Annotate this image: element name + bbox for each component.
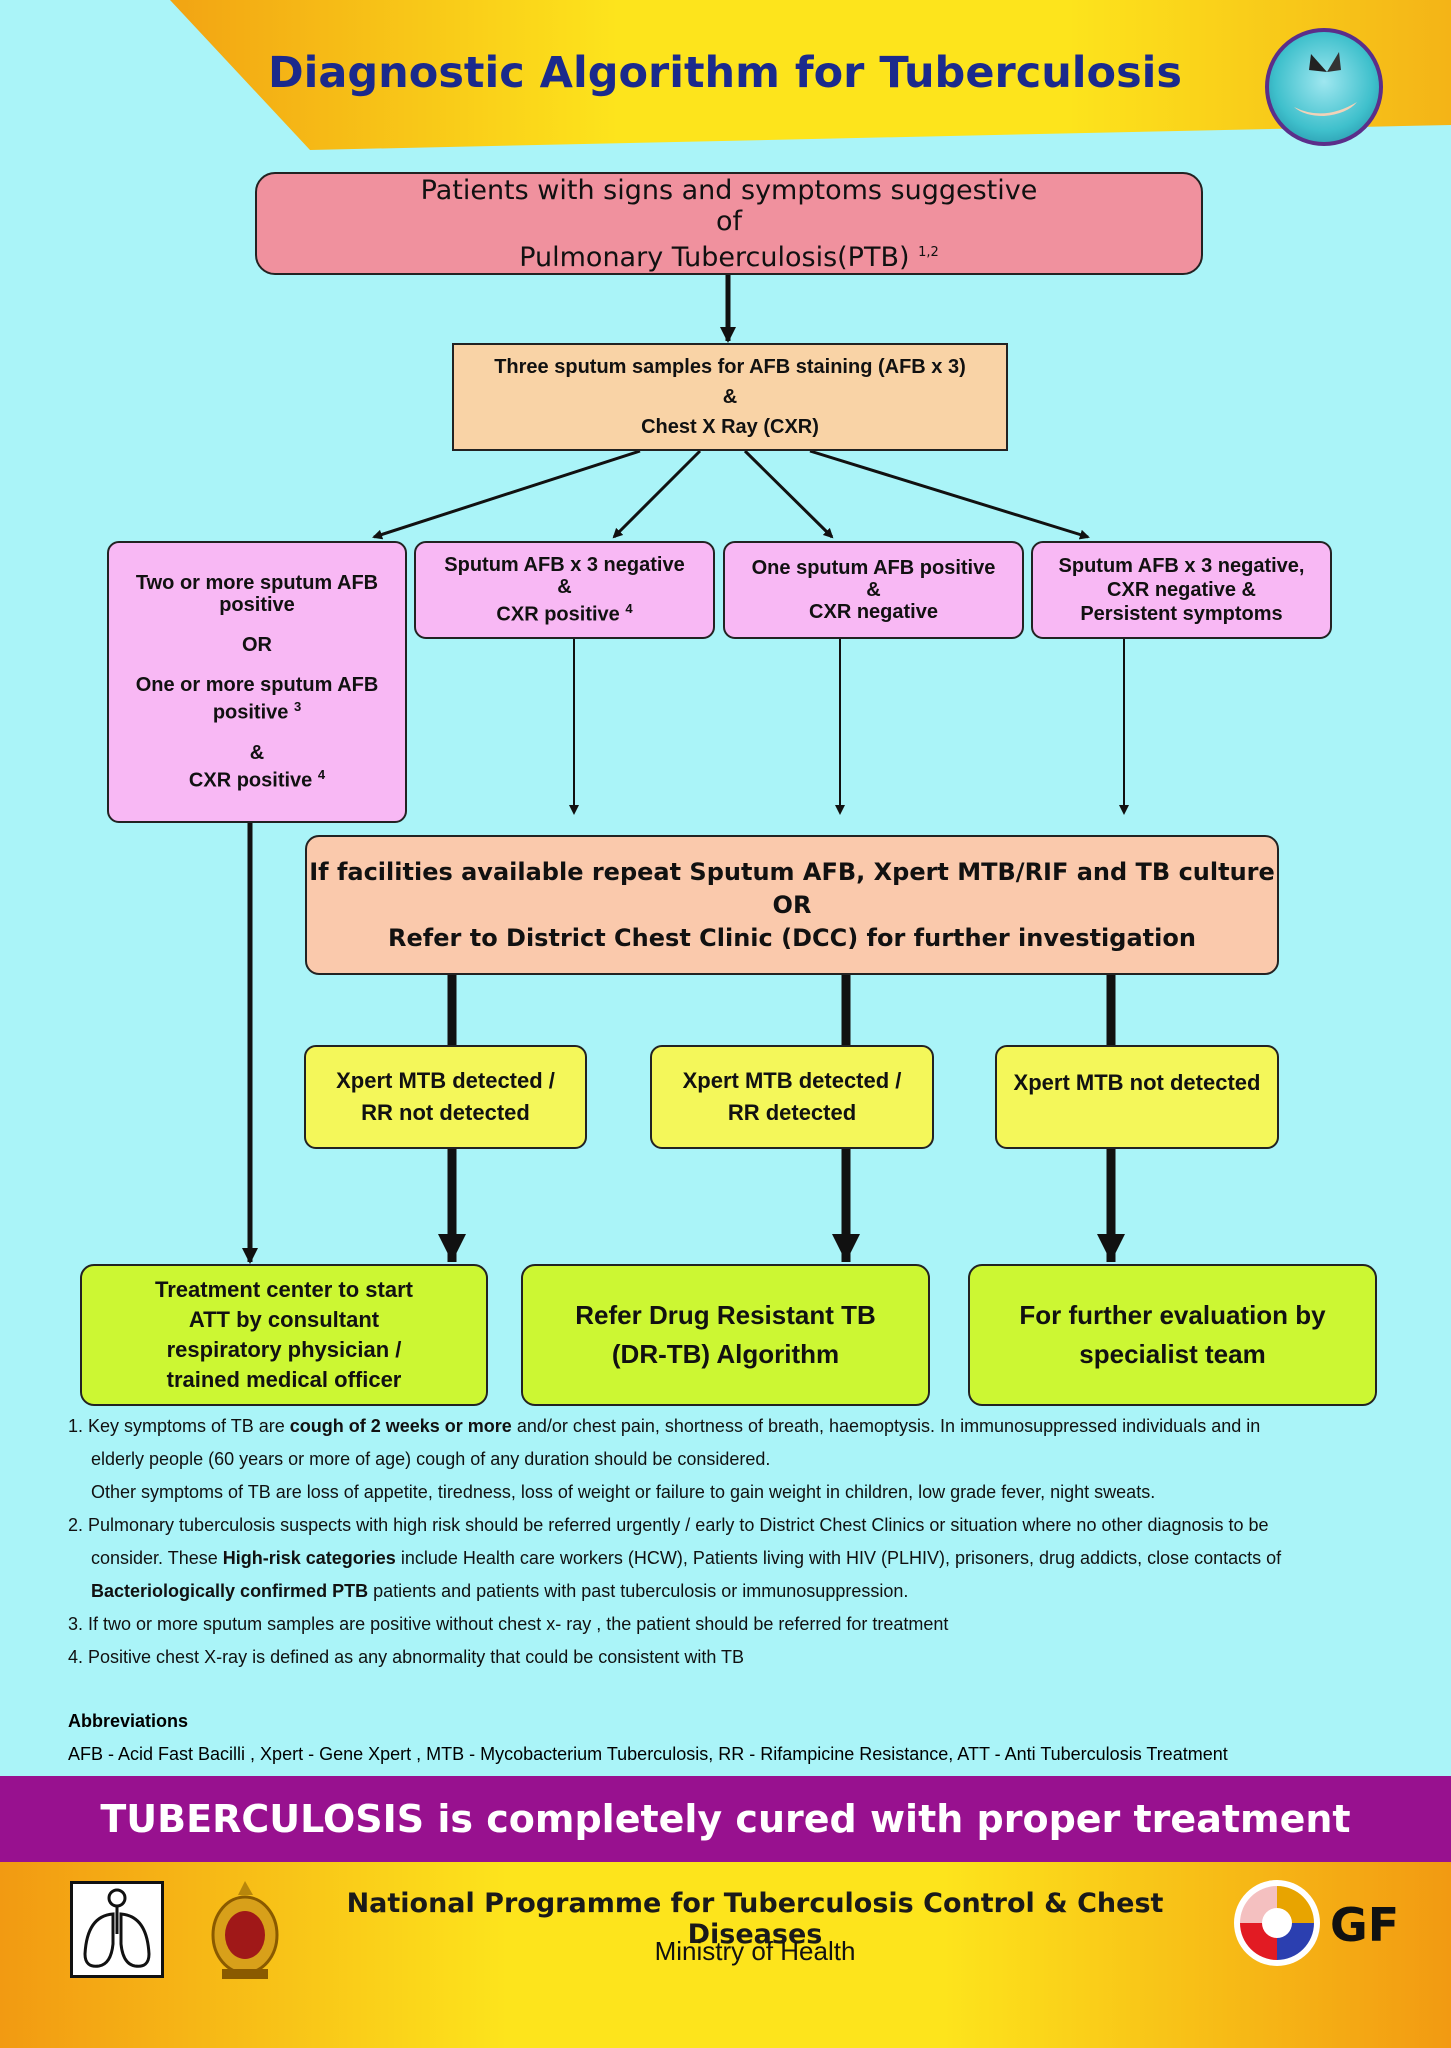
node-one-afb-positive-cxr-negative: One sputum AFB positive & CXR negative [723, 541, 1024, 639]
note-text: include Health care workers (HCW), Patie… [395, 1548, 1282, 1568]
node-text: Sputum AFB x 3 negative [444, 554, 685, 577]
node-text: If facilities available repeat Sputum AF… [309, 857, 1275, 886]
node-text: One or more sputum AFB [135, 674, 379, 697]
lungs-logo-icon [70, 1881, 164, 1978]
node-text: Pulmonary Tuberculosis(PTB) 1,2 [519, 237, 939, 273]
page-title: Diagnostic Algorithm for Tuberculosis [267, 48, 1183, 98]
node-text: respiratory physician / [166, 1337, 402, 1362]
header-background [0, 0, 1451, 155]
global-fund-logo-icon [1232, 1878, 1322, 1968]
node-text: Patients with signs and symptoms suggest… [420, 174, 1038, 206]
node-text: Xpert MTB detected / [682, 1068, 902, 1093]
node-text: trained medical officer [166, 1367, 402, 1392]
footnote-ref: 3 [293, 699, 302, 715]
node-text: Two or more sputum AFB [135, 572, 379, 595]
node-text: positive 3 [213, 696, 301, 724]
footnote-2-end: Bacteriologically confirmed PTB patients… [68, 1575, 1418, 1608]
node-text: RR not detected [361, 1100, 530, 1125]
node-text: Refer to District Chest Clinic (DCC) for… [388, 923, 1196, 952]
note-text: patients and patients with past tubercul… [368, 1581, 909, 1601]
node-afb-positive: Two or more sputum AFB positive OR One o… [107, 541, 407, 823]
footnote-1-cont: elderly people (60 years or more of age)… [91, 1449, 771, 1469]
node-xpert-not-detected: Xpert MTB not detected [995, 1045, 1279, 1149]
note-bold: cough of 2 weeks or more [289, 1416, 512, 1436]
footnote-4: 4. Positive chest X-ray is defined as an… [68, 1647, 745, 1667]
node-xpert-rr-detected: Xpert MTB detected / RR detected [650, 1045, 934, 1149]
footnote-1-other: Other symptoms of TB are loss of appetit… [91, 1482, 1156, 1502]
node-text: Xpert MTB detected / [336, 1068, 555, 1093]
note-text: 1. Key symptoms of TB are [68, 1416, 290, 1436]
footnote-ref: 1,2 [918, 244, 939, 260]
node-text: (DR-TB) Algorithm [611, 1339, 840, 1369]
node-text: Treatment center to start [155, 1277, 413, 1302]
flowchart-connectors [242, 275, 1129, 1264]
ministry-name: Ministry of Health [654, 1936, 856, 1966]
node-text: CXR positive 4 [496, 598, 632, 626]
node-text: OR [772, 890, 812, 919]
footnote-2-cont: consider. These High-risk categories inc… [68, 1542, 1418, 1575]
node-patients-suggestive-ptb: Patients with signs and symptoms suggest… [255, 172, 1203, 275]
node-text: & [866, 579, 881, 601]
node-text: Sputum AFB x 3 negative, [1058, 555, 1305, 577]
node-text: & [249, 742, 265, 764]
note-text: consider. These [91, 1548, 223, 1568]
butterfly-hand-logo-icon [1265, 28, 1383, 146]
organisation-name: National Programme for Tuberculosis Cont… [346, 1888, 1164, 1950]
node-text: CXR negative & [1107, 579, 1256, 601]
abbreviations-text: AFB - Acid Fast Bacilli , Xpert - Gene X… [68, 1744, 1228, 1764]
node-text: & [557, 576, 572, 599]
node-text: Three sputum samples for AFB staining (A… [494, 356, 966, 378]
note-text: and/or chest pain, shortness of breath, … [511, 1416, 1261, 1436]
node-text: One sputum AFB positive [751, 557, 996, 579]
node-text: specialist team [1079, 1339, 1266, 1369]
node-text: Xpert MTB not detected [1013, 1070, 1261, 1095]
node-text: of [715, 205, 743, 237]
node-text: CXR negative [809, 601, 938, 623]
node-afb-negative-cxr-positive: Sputum AFB x 3 negative & CXR positive 4 [414, 541, 715, 639]
abbreviations-heading: Abbreviations [68, 1711, 189, 1731]
national-emblem-icon [208, 1877, 283, 1982]
footnote-3: 3. If two or more sputum samples are pos… [68, 1614, 949, 1634]
node-text: CXR positive [496, 603, 620, 626]
gf-label: GF [1330, 1898, 1400, 1952]
node-text: positive [219, 594, 295, 617]
node-specialist-evaluation: For further evaluation by specialist tea… [968, 1264, 1377, 1406]
node-text: CXR positive 4 [189, 764, 325, 792]
footnotes: 1. Key symptoms of TB are cough of 2 wee… [68, 1410, 1418, 1674]
node-refer-dr-tb: Refer Drug Resistant TB (DR-TB) Algorith… [521, 1264, 930, 1406]
node-text: OR [242, 634, 272, 657]
node-text: CXR positive [188, 769, 313, 792]
node-text: positive [212, 702, 289, 724]
node-treatment-center: Treatment center to start ATT by consult… [80, 1264, 488, 1406]
note-bold: Bacteriologically confirmed PTB [91, 1581, 369, 1601]
slogan-banner: TUBERCULOSIS is completely cured with pr… [0, 1776, 1451, 1862]
node-text: RR detected [727, 1100, 857, 1125]
node-text: For further evaluation by [1019, 1300, 1326, 1330]
node-text: Refer Drug Resistant TB [575, 1300, 876, 1330]
node-text: Persistent symptoms [1080, 603, 1283, 625]
node-xpert-rr-not-detected: Xpert MTB detected / RR not detected [304, 1045, 587, 1149]
node-text: Chest X Ray (CXR) [641, 416, 819, 438]
note-bold: High-risk categories [222, 1548, 396, 1568]
node-repeat-or-refer-dcc: If facilities available repeat Sputum AF… [305, 835, 1279, 975]
node-text: Pulmonary Tuberculosis(PTB) [519, 241, 910, 273]
node-text: ATT by consultant [188, 1307, 380, 1332]
footnote-1: 1. Key symptoms of TB are cough of 2 wee… [68, 1410, 1418, 1443]
node-persistent-symptoms: Sputum AFB x 3 negative, CXR negative & … [1031, 541, 1332, 639]
footnote-2: 2. Pulmonary tuberculosis suspects with … [68, 1515, 1269, 1535]
node-text: & [722, 386, 738, 408]
footnote-ref: 4 [625, 601, 633, 617]
footnote-ref: 4 [317, 767, 326, 782]
node-sputum-and-cxr: Three sputum samples for AFB staining (A… [452, 343, 1008, 451]
